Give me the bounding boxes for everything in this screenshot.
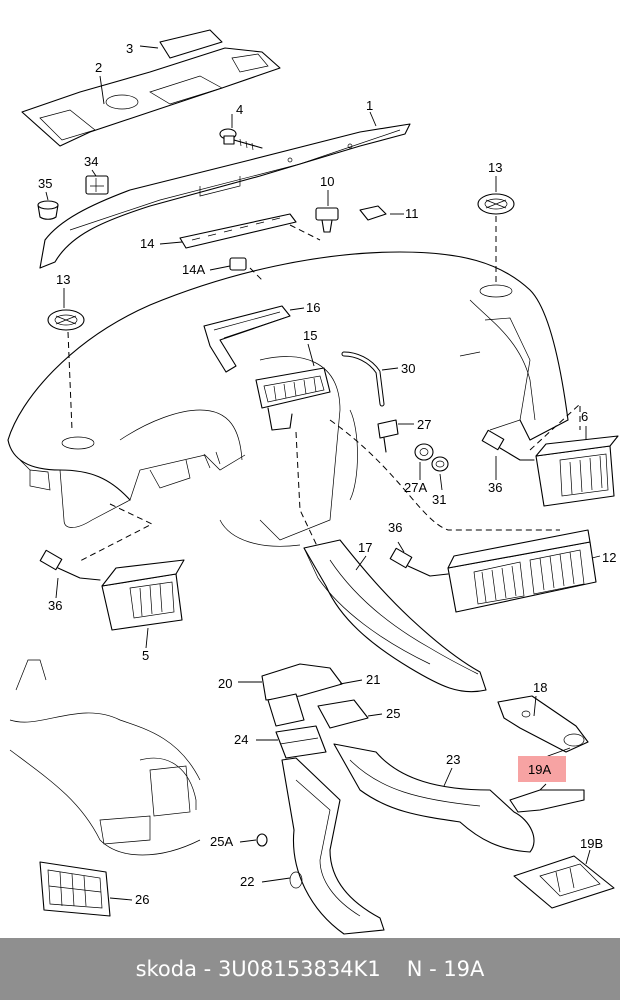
label-6: 6 [581, 409, 588, 424]
car-body-outline [9, 659, 201, 856]
part-18-duct-connector [497, 695, 589, 753]
label-17: 17 [358, 540, 372, 555]
label-24: 24 [234, 732, 248, 747]
label-5: 5 [142, 648, 149, 663]
label-18: 18 [533, 680, 547, 695]
label-31: 31 [432, 492, 446, 507]
label-15: 15 [303, 328, 317, 343]
part-1-cross-member [39, 123, 411, 269]
part-36-sensor-left [39, 549, 101, 581]
label-26: 26 [135, 892, 149, 907]
label-19b: 19B [580, 836, 603, 851]
label-11: 11 [405, 206, 419, 221]
part-5-side-vent-left [101, 559, 185, 631]
label-30: 30 [401, 361, 415, 376]
label-3: 3 [126, 41, 133, 56]
dashboard-body [7, 251, 569, 547]
diagram-position: N - 19A [406, 957, 485, 981]
part-13-grommet-upper [477, 193, 515, 215]
part-31-nut [431, 456, 449, 472]
part-4-screw [219, 128, 263, 151]
part-info-footer: skoda - 3U08153834K1 N - 19A [0, 938, 620, 1000]
part-12-center-vent [447, 529, 597, 613]
label-36-right: 36 [488, 480, 502, 495]
label-23: 23 [446, 752, 460, 767]
label-21: 21 [366, 672, 380, 687]
label-2: 2 [95, 60, 102, 75]
label-27a: 27A [404, 480, 427, 495]
label-4: 4 [236, 102, 243, 117]
part-23-floor-duct [333, 743, 535, 853]
label-25a: 25A [210, 834, 233, 849]
part-15-vent-frame [255, 367, 331, 431]
brand-separator: - [203, 957, 212, 981]
part-14-vent-strip [179, 213, 297, 271]
part-27a-washer [414, 443, 434, 461]
label-13-upper: 13 [488, 160, 502, 175]
part-25a-clip [256, 833, 268, 847]
part-25-duct [317, 699, 369, 729]
footer-brand: skoda - 3U08153834K1 [136, 957, 381, 981]
part-27-bracket [377, 419, 399, 453]
part-13-grommet-lower [47, 309, 85, 331]
part-19b-duct-piece [513, 855, 615, 909]
label-20: 20 [218, 676, 232, 691]
highlight-box-19a [518, 756, 566, 782]
part-20-duct [261, 663, 343, 701]
brand-name: skoda [135, 957, 197, 981]
part-labels: 3 2 1 4 34 35 10 11 13 14 14A 13 16 15 3… [38, 41, 616, 907]
part-17-center-duct [303, 539, 487, 693]
part-30-hose [341, 351, 385, 407]
part-21-duct [267, 693, 305, 727]
label-36-center: 36 [388, 520, 402, 535]
parts-diagram: 3 2 1 4 34 35 10 11 13 14 14A 13 16 15 3… [7, 29, 619, 935]
label-10: 10 [320, 174, 334, 189]
label-34: 34 [84, 154, 98, 169]
label-14: 14 [140, 236, 154, 251]
label-13-lower: 13 [56, 272, 70, 287]
label-25: 25 [386, 706, 400, 721]
label-35: 35 [38, 176, 52, 191]
label-27: 27 [417, 417, 431, 432]
part-11-clip [359, 205, 387, 221]
part-3-pad [159, 29, 223, 59]
part-number: 3U08153834K1 [217, 957, 381, 981]
label-36-left: 36 [48, 598, 62, 613]
part-19a-duct-piece [509, 789, 585, 813]
part-10-clip [315, 207, 339, 233]
part-2-cover-panel [21, 47, 281, 147]
part-34-clip [85, 175, 109, 195]
part-35-plug [37, 200, 59, 220]
part-26-grille [39, 861, 111, 917]
label-16: 16 [306, 300, 320, 315]
label-14a: 14A [182, 262, 205, 277]
label-22: 22 [240, 874, 254, 889]
part-24-duct [275, 725, 327, 759]
part-22-rear-duct [281, 757, 385, 935]
part-6-side-vent-right [535, 435, 619, 507]
part-36-sensor-center [389, 547, 449, 577]
assembly-dashed-lines [67, 216, 581, 563]
label-19a: 19A [528, 762, 551, 777]
part-16-center-vent-housing [203, 305, 291, 373]
label-1: 1 [366, 98, 373, 113]
part-36-sensor-right [481, 429, 535, 461]
label-12: 12 [602, 550, 616, 565]
